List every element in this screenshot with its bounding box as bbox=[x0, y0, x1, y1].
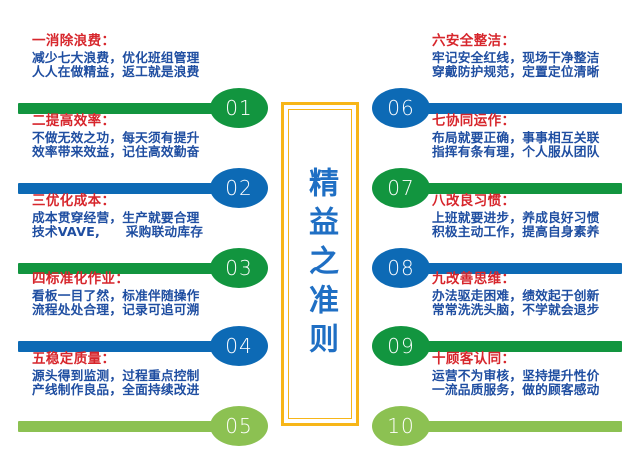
principle-bar bbox=[418, 103, 622, 114]
principle-number-badge: 09 bbox=[372, 326, 430, 366]
principle-number-badge: 08 bbox=[372, 248, 430, 288]
principle-heading: 六安全整洁： bbox=[432, 33, 516, 49]
principle-line: 运营不为审核，坚持提升性价 bbox=[432, 367, 600, 383]
principle-text-block: 四标准化作业：看板一目了然，标准伴随操作流程处处合理，记录可追可溯 bbox=[6, 271, 274, 318]
principle-bar-group: 01 bbox=[6, 88, 274, 128]
principle-line: 穿戴防护规范，定置定位清晰 bbox=[432, 64, 600, 80]
principle-item-01: 一消除浪费：减少七大浪费，优化班组管理人人在做精益，返工就是浪费 01 bbox=[6, 33, 274, 128]
principle-number-badge: 05 bbox=[210, 406, 268, 446]
principle-line: 不做无效之功，每天须有提升 bbox=[32, 129, 200, 145]
center-title-text: 精益之准则 bbox=[303, 166, 338, 362]
principle-number-badge: 01 bbox=[210, 88, 268, 128]
principle-item-02: 二提高效率：不做无效之功，每天须有提升效率带来效益，记住高效勤奋 02 bbox=[6, 113, 274, 208]
principle-item-03: 三优化成本：成本贯穿经营，生产就要合理技术VAVE, 采购联动库存 03 bbox=[6, 193, 274, 288]
principle-text-block: 五稳定质量：源头得到监测，过程重点控制产线制作良品，全面持续改进 bbox=[6, 351, 274, 398]
principle-line: 一流品质服务，做的顾客感动 bbox=[432, 382, 600, 398]
principle-heading: 二提高效率： bbox=[32, 113, 116, 129]
principle-text-block: 二提高效率：不做无效之功，每天须有提升效率带来效益，记住高效勤奋 bbox=[6, 113, 274, 160]
principle-line: 看板一目了然，标准伴随操作 bbox=[32, 287, 200, 303]
principle-line: 源头得到监测，过程重点控制 bbox=[32, 367, 200, 383]
principle-bar bbox=[418, 421, 622, 432]
principle-heading: 九改善思维： bbox=[432, 271, 516, 287]
principle-bar bbox=[18, 421, 222, 432]
principle-line: 效率带来效益，记住高效勤奋 bbox=[32, 144, 200, 160]
center-title-inner-border: 精益之准则 bbox=[288, 109, 352, 419]
principle-line: 流程处处合理，记录可追可溯 bbox=[32, 302, 200, 318]
principle-heading: 三优化成本： bbox=[32, 193, 116, 209]
principle-number-badge: 04 bbox=[210, 326, 268, 366]
principle-line: 上班就要进步，养成良好习惯 bbox=[432, 209, 600, 225]
principle-heading: 五稳定质量： bbox=[32, 351, 116, 367]
principle-bar bbox=[418, 263, 622, 274]
principle-bar bbox=[418, 183, 622, 194]
principle-line: 常常洗洗头脑，不学就会退步 bbox=[432, 302, 600, 318]
principle-bar bbox=[18, 341, 222, 352]
principle-number-badge: 07 bbox=[372, 168, 430, 208]
principle-bar bbox=[418, 341, 622, 352]
principle-heading: 四标准化作业： bbox=[32, 271, 130, 287]
principle-text-block: 七协同运作：布局就要正确，事事相互关联指挥有条有理，个人服从团队 bbox=[366, 113, 634, 160]
principle-number-badge: 06 bbox=[372, 88, 430, 128]
principle-bar bbox=[18, 103, 222, 114]
principle-bar-group: 05 bbox=[6, 406, 274, 446]
principle-text-block: 六安全整洁：牢记安全红线，现场干净整洁穿戴防护规范，定置定位清晰 bbox=[366, 33, 634, 80]
principle-bar-group: 07 bbox=[366, 168, 634, 208]
principle-line: 指挥有条有理，个人服从团队 bbox=[432, 144, 600, 160]
principle-heading: 一消除浪费： bbox=[32, 33, 116, 49]
principle-bar-group: 06 bbox=[366, 88, 634, 128]
principle-line: 减少七大浪费，优化班组管理 bbox=[32, 49, 200, 65]
principle-heading: 七协同运作： bbox=[432, 113, 516, 129]
principle-text-block: 一消除浪费：减少七大浪费，优化班组管理人人在做精益，返工就是浪费 bbox=[6, 33, 274, 80]
principle-line: 成本贯穿经营，生产就要合理 bbox=[32, 209, 200, 225]
principle-item-04: 四标准化作业：看板一目了然，标准伴随操作流程处处合理，记录可追可溯 04 bbox=[6, 271, 274, 366]
principle-text-block: 三优化成本：成本贯穿经营，生产就要合理技术VAVE, 采购联动库存 bbox=[6, 193, 274, 240]
principle-bar bbox=[18, 183, 222, 194]
principle-number-badge: 03 bbox=[210, 248, 268, 288]
principle-text-block: 九改善思维：办法驱走困难，绩效起于创新常常洗洗头脑，不学就会退步 bbox=[366, 271, 634, 318]
principle-number-badge: 10 bbox=[372, 406, 430, 446]
principle-text-block: 八改良习惯：上班就要进步，养成良好习惯积极主动工作，提高自身素养 bbox=[366, 193, 634, 240]
principle-line: 布局就要正确，事事相互关联 bbox=[432, 129, 600, 145]
principle-line: 办法驱走困难，绩效起于创新 bbox=[432, 287, 600, 303]
principle-bar-group: 08 bbox=[366, 248, 634, 288]
principle-item-05: 五稳定质量：源头得到监测，过程重点控制产线制作良品，全面持续改进 05 bbox=[6, 351, 274, 446]
principle-bar-group: 02 bbox=[6, 168, 274, 208]
principle-bar-group: 09 bbox=[366, 326, 634, 366]
principle-line: 技术VAVE, 采购联动库存 bbox=[32, 224, 204, 240]
principle-number-badge: 02 bbox=[210, 168, 268, 208]
principle-line: 牢记安全红线，现场干净整洁 bbox=[432, 49, 600, 65]
principle-text-block: 十顾客认同：运营不为审核，坚持提升性价一流品质服务，做的顾客感动 bbox=[366, 351, 634, 398]
principle-heading: 八改良习惯： bbox=[432, 193, 516, 209]
center-title-box: 精益之准则 bbox=[281, 102, 359, 426]
principle-bar-group: 10 bbox=[366, 406, 634, 446]
principle-heading: 十顾客认同： bbox=[432, 351, 516, 367]
principle-line: 积极主动工作，提高自身素养 bbox=[432, 224, 600, 240]
principle-line: 人人在做精益，返工就是浪费 bbox=[32, 64, 200, 80]
principle-bar-group: 04 bbox=[6, 326, 274, 366]
principle-bar bbox=[18, 263, 222, 274]
principle-bar-group: 03 bbox=[6, 248, 274, 288]
principle-line: 产线制作良品，全面持续改进 bbox=[32, 382, 200, 398]
